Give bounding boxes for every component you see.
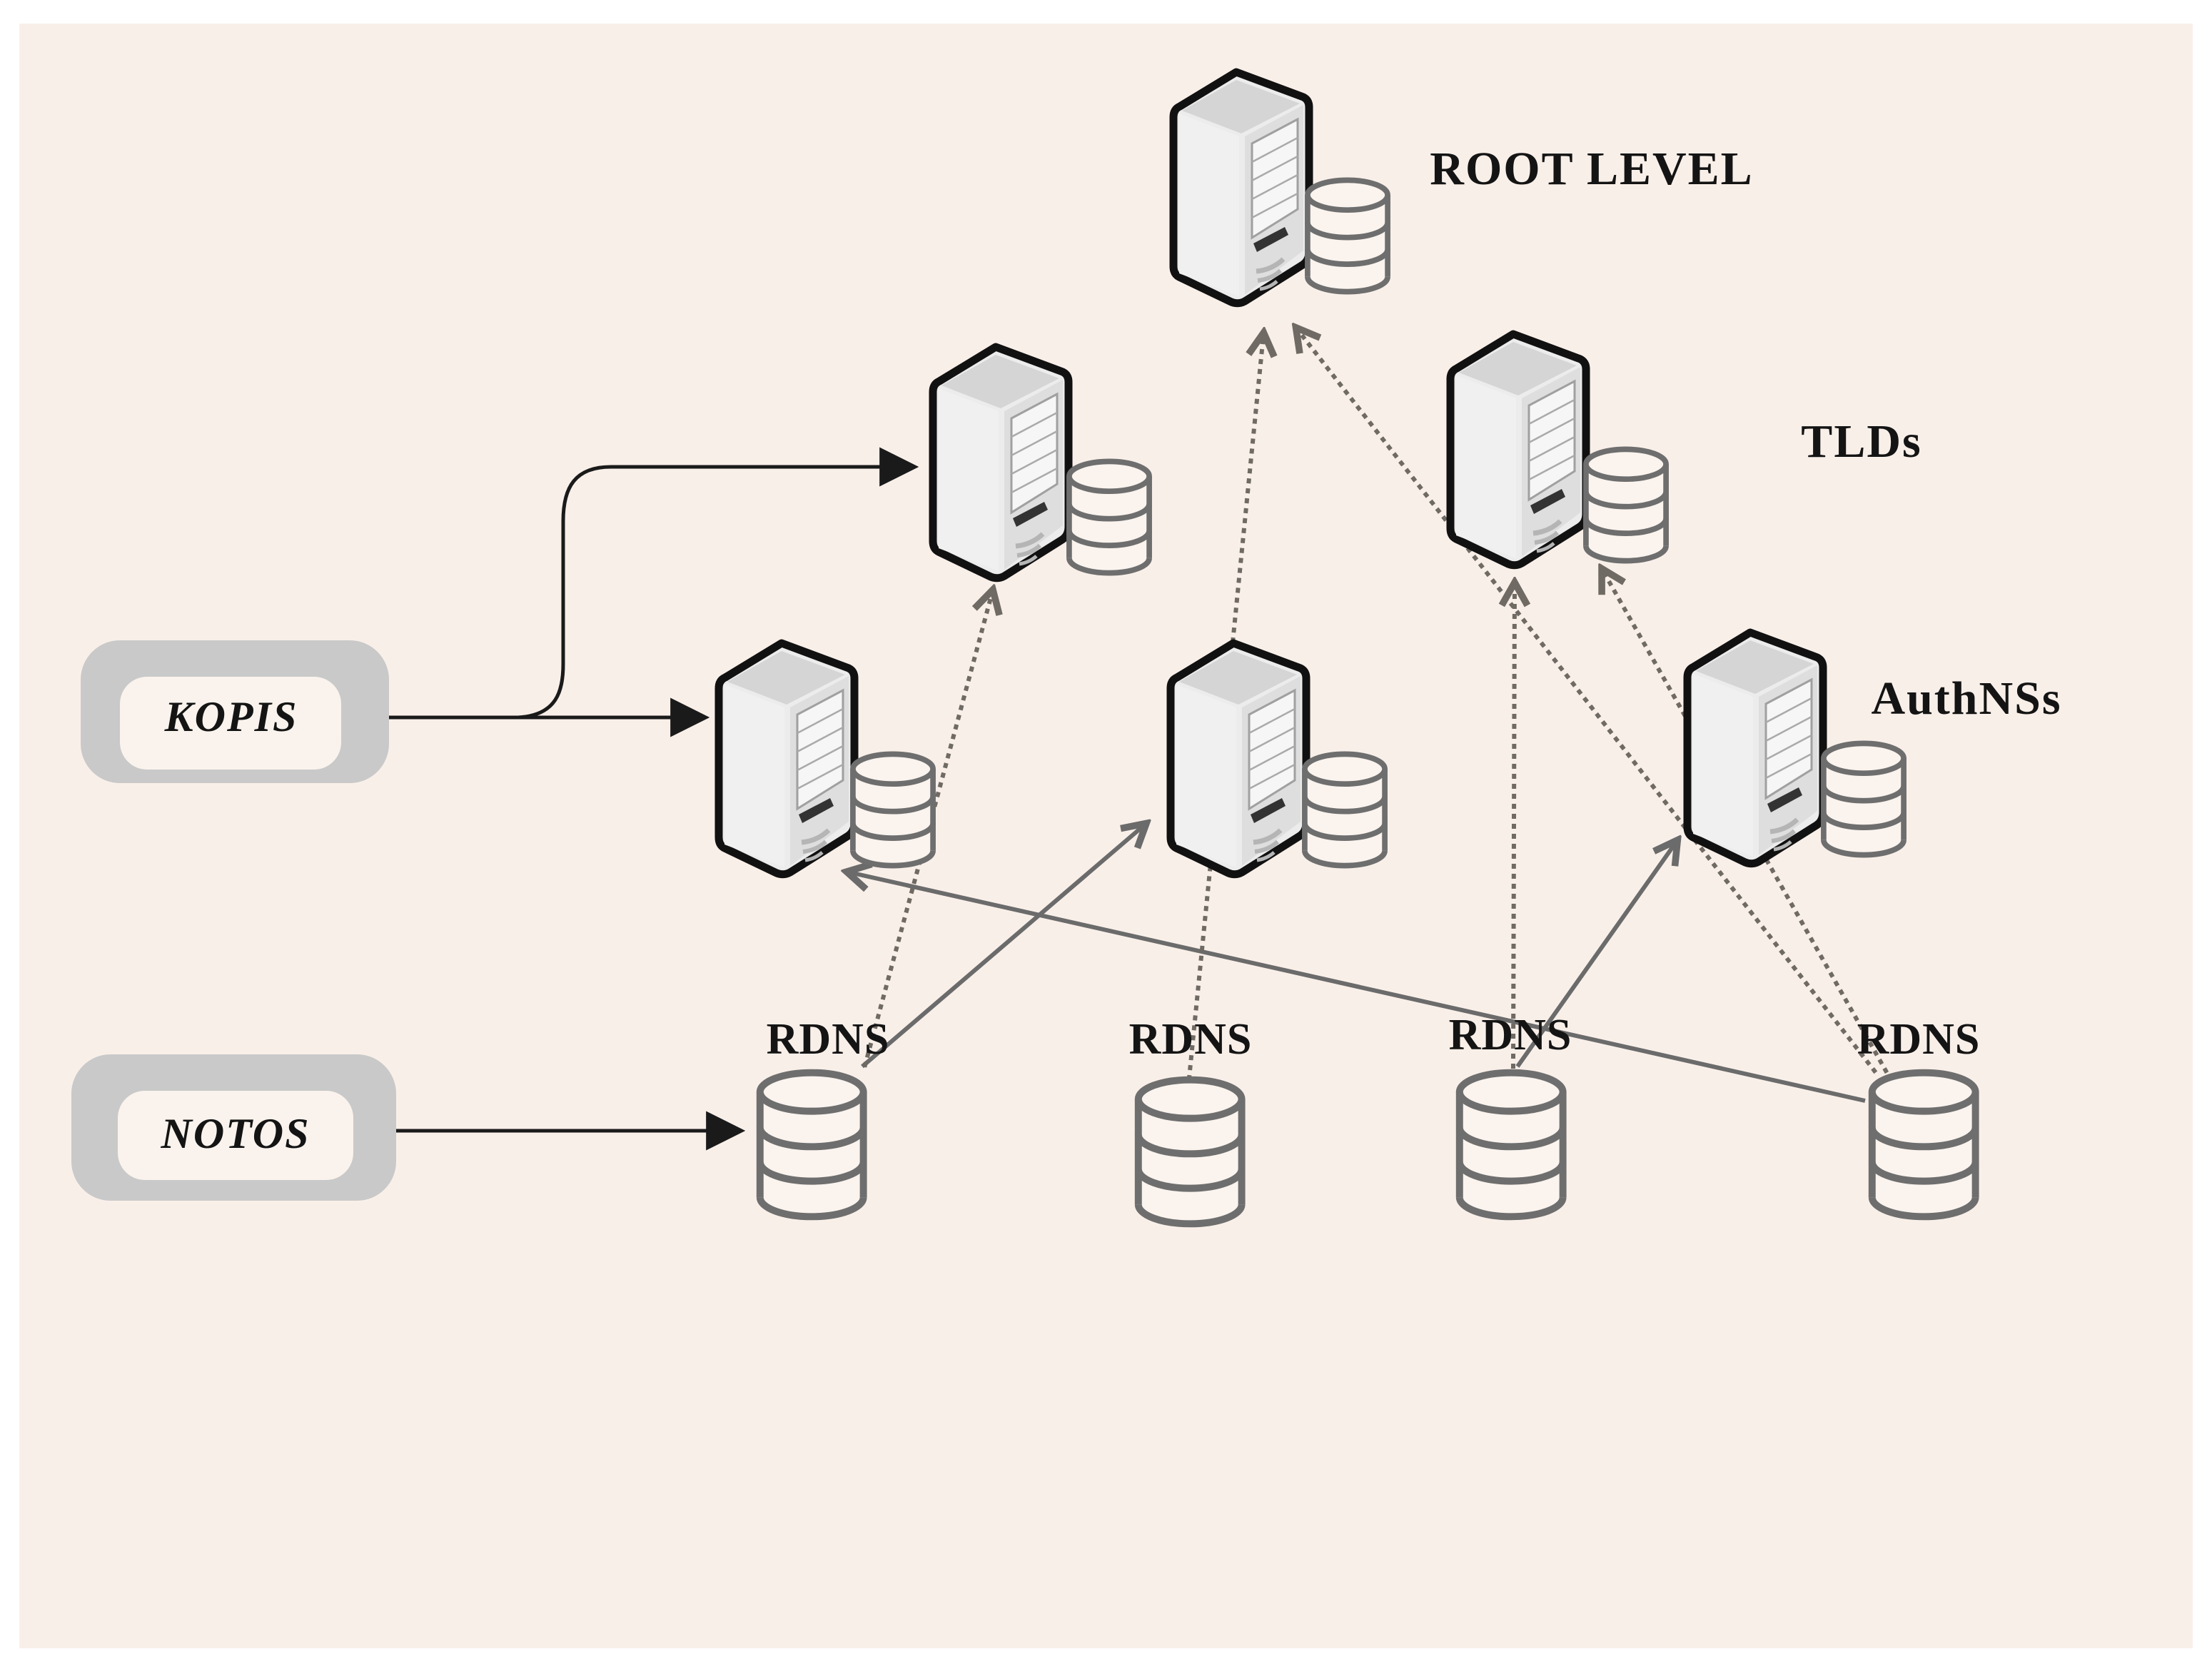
server-icon bbox=[1687, 632, 1823, 864]
dotted-arrow-rdns-2-to-root-server bbox=[1186, 336, 1263, 1081]
rdns-database-2 bbox=[1138, 1080, 1242, 1224]
server-icon bbox=[719, 643, 854, 874]
rdns-database-3 bbox=[1460, 1073, 1563, 1217]
edges bbox=[389, 330, 1889, 1151]
arrow-rdns-4-to-mid-left-server bbox=[849, 872, 1866, 1103]
notos-box-inner bbox=[118, 1091, 353, 1180]
database-icon bbox=[1305, 754, 1385, 865]
tlds-label: TLDs bbox=[1801, 415, 1921, 468]
kopis-label: KOPIS bbox=[164, 693, 298, 740]
notos-box: NOTOS bbox=[71, 1054, 396, 1201]
database-icon bbox=[1460, 1073, 1563, 1217]
arrow-rdns-3-to-authns-server bbox=[1515, 842, 1676, 1068]
rdns-label-2: RDNS bbox=[1129, 1015, 1253, 1064]
database-icon bbox=[1138, 1080, 1242, 1224]
rdns-label-3: RDNS bbox=[1449, 1011, 1572, 1059]
database-icon bbox=[1824, 743, 1904, 854]
database-icon bbox=[1872, 1073, 1976, 1217]
database-icon bbox=[760, 1073, 864, 1217]
server-icon bbox=[1450, 334, 1586, 565]
kopis-box: KOPIS bbox=[81, 640, 389, 783]
authnss-label: AuthNSs bbox=[1871, 672, 2061, 725]
rdns-label-4: RDNS bbox=[1857, 1015, 1981, 1064]
dotted-arrow-rdns-4-to-tld-database bbox=[1603, 571, 1889, 1074]
root-level-label: ROOT LEVEL bbox=[1430, 143, 1753, 195]
database-icon bbox=[1586, 449, 1666, 560]
arrow-rdns-1-to-mid-center-server bbox=[861, 825, 1144, 1069]
server-icon bbox=[1171, 643, 1306, 874]
database-icon bbox=[853, 754, 933, 865]
dotted-arrow-rdns-3-to-tld-server bbox=[1513, 585, 1515, 1069]
server-icon bbox=[933, 347, 1069, 578]
rdns-database-4 bbox=[1872, 1073, 1976, 1217]
dotted-arrow-rdns-4-to-root-server bbox=[1298, 330, 1878, 1074]
notos-label: NOTOS bbox=[161, 1110, 310, 1157]
rdns-database-1 bbox=[760, 1073, 864, 1217]
rdns-label-1: RDNS bbox=[767, 1015, 890, 1064]
database-icon bbox=[1308, 180, 1388, 291]
arrow-kopis-to-mid-upper-server bbox=[517, 447, 919, 720]
server-icon bbox=[1173, 72, 1309, 303]
kopis-box-inner bbox=[120, 677, 341, 770]
dotted-arrow-rdns-1-to-mid-upper-server bbox=[862, 593, 992, 1068]
database-icon bbox=[1069, 461, 1149, 573]
